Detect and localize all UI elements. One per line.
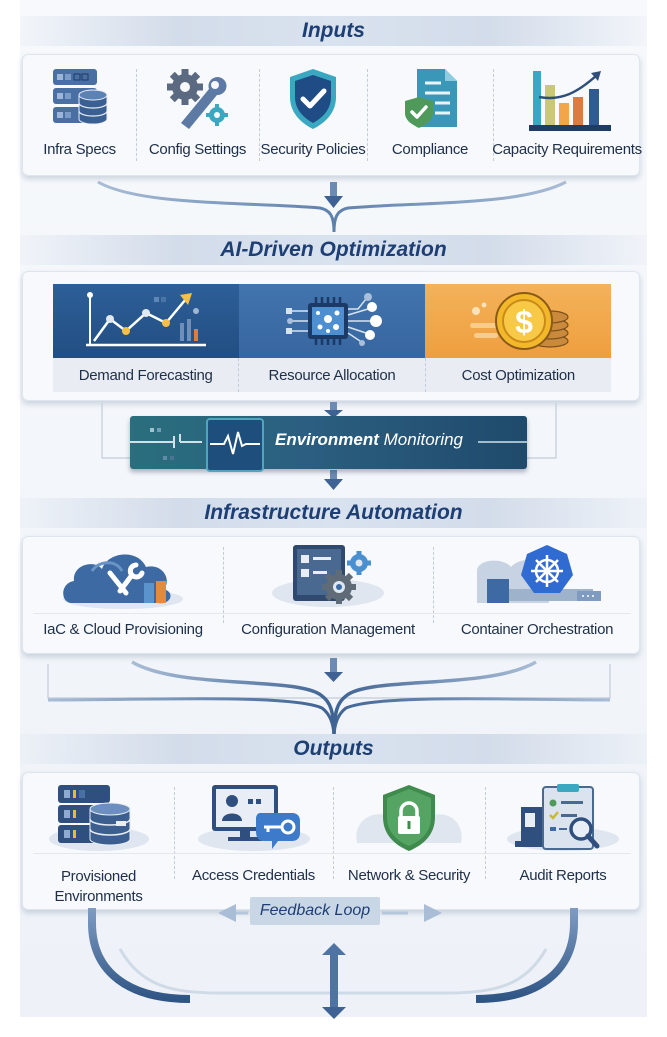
ai-label: Resource Allocation bbox=[238, 358, 426, 392]
shield-check-icon bbox=[290, 69, 336, 129]
monitoring-title-rest: Monitoring bbox=[378, 430, 464, 449]
input-label: Capacity Requirements bbox=[492, 141, 642, 158]
arrow-shaft bbox=[330, 182, 337, 198]
monitoring-connectors bbox=[101, 402, 557, 490]
output-label-line2: Environments bbox=[54, 888, 143, 905]
ai-label: Cost Optimization bbox=[461, 366, 576, 384]
svg-text:$: $ bbox=[515, 304, 533, 340]
input-compliance: Compliance bbox=[367, 67, 493, 158]
dollar-coin-icon: $ bbox=[470, 292, 569, 350]
config-panel-gear-icon bbox=[272, 545, 384, 607]
input-label: Security Policies bbox=[260, 141, 366, 158]
ai-banner: AI-Driven Optimization bbox=[20, 235, 647, 265]
kubernetes-wheel-icon bbox=[477, 545, 601, 603]
shield-lock-icon bbox=[356, 785, 462, 851]
automation-banner: Infrastructure Automation bbox=[20, 498, 647, 528]
gear-wrench-icon bbox=[166, 69, 228, 129]
automation-title: Infrastructure Automation bbox=[204, 501, 463, 524]
automation-label: Configuration Management bbox=[241, 621, 415, 638]
output-label: Provisioned Environments bbox=[54, 867, 142, 907]
input-infra-specs: Infra Specs bbox=[23, 67, 136, 158]
feedback-loop-label-box: Feedback Loop bbox=[250, 897, 380, 925]
output-label-line1: Provisioned bbox=[60, 868, 137, 885]
arrow-down-icon bbox=[324, 672, 343, 682]
divider bbox=[259, 69, 260, 161]
ai-tile-cost-optimization: $ bbox=[425, 284, 611, 358]
divider bbox=[493, 69, 494, 161]
ai-strip: $ bbox=[53, 284, 611, 358]
arrow-down-icon bbox=[324, 196, 343, 208]
outputs-panel: Provisioned Environments Access Credenti… bbox=[22, 772, 640, 910]
cpu-chip-icon bbox=[286, 293, 382, 346]
user-key-icon bbox=[197, 785, 310, 851]
arrow-right-icon bbox=[424, 904, 442, 922]
divider bbox=[433, 547, 434, 623]
input-security-policies: Security Policies bbox=[259, 67, 367, 158]
document-check-icon bbox=[405, 69, 457, 128]
monitoring-title-bold: Environment bbox=[275, 430, 379, 449]
ai-panel: $ Demand Forecasting Resource Allocation… bbox=[22, 271, 640, 401]
divider bbox=[485, 787, 486, 879]
input-label: Compliance bbox=[391, 141, 469, 158]
automation-container-orchestration: Container Orchestration bbox=[433, 543, 641, 638]
line-chart-icon bbox=[86, 292, 206, 347]
inputs-banner: Inputs bbox=[20, 16, 647, 46]
merge-brace-connector bbox=[97, 180, 567, 233]
inputs-title: Inputs bbox=[302, 19, 365, 42]
input-capacity-requirements: Capacity Requirements bbox=[492, 67, 642, 158]
server-database-icon bbox=[52, 69, 108, 125]
cloud-tools-icon bbox=[63, 554, 183, 609]
input-label: Infra Specs bbox=[43, 141, 116, 158]
arrow-down-icon bbox=[324, 410, 343, 418]
output-access-credentials: Access Credentials bbox=[174, 783, 333, 884]
divider bbox=[174, 787, 175, 879]
automation-config-management: Configuration Management bbox=[223, 543, 433, 638]
divider bbox=[367, 69, 368, 161]
arrow-down-icon bbox=[322, 1007, 346, 1019]
server-stack-icon bbox=[48, 785, 149, 851]
inputs-panel: Infra Specs Config Settings bbox=[22, 54, 642, 176]
divider bbox=[333, 787, 334, 879]
divider bbox=[223, 547, 224, 623]
feedback-loop-label: Feedback Loop bbox=[259, 902, 371, 919]
automation-iac-cloud: IaC & Cloud Provisioning bbox=[23, 543, 223, 638]
outputs-title: Outputs bbox=[293, 737, 374, 760]
output-label: Access Credentials bbox=[192, 867, 315, 884]
feedback-loop-connector bbox=[88, 904, 578, 1019]
output-network-security: Network & Security bbox=[333, 783, 485, 884]
output-label: Network & Security bbox=[347, 867, 471, 884]
automation-label: Container Orchestration bbox=[460, 621, 614, 638]
arrow-left-icon bbox=[218, 904, 236, 922]
outputs-banner: Outputs bbox=[20, 734, 647, 764]
ai-title: AI-Driven Optimization bbox=[220, 238, 447, 261]
monitoring-decoration bbox=[130, 428, 527, 460]
automation-panel: IaC & Cloud Provisioning Configuration M… bbox=[22, 536, 640, 654]
ai-label: Demand Forecasting bbox=[78, 366, 213, 384]
divider bbox=[136, 69, 137, 161]
ai-tile-resource-allocation bbox=[239, 284, 425, 358]
input-config-settings: Config Settings bbox=[136, 67, 259, 158]
arrow-up-icon bbox=[322, 943, 346, 955]
environment-monitoring-bar: Environment Monitoring bbox=[130, 416, 527, 472]
shelf-line bbox=[33, 613, 631, 614]
output-provisioned-environments: Provisioned Environments bbox=[23, 783, 174, 907]
monitoring-title: Environment Monitoring bbox=[275, 430, 463, 450]
ai-labels-row: Demand Forecasting Resource Allocation C… bbox=[53, 358, 611, 392]
ai-tile-demand-forecasting bbox=[53, 284, 239, 358]
input-label: Config Settings bbox=[148, 141, 247, 158]
heartbeat-monitor-icon bbox=[206, 418, 264, 472]
shelf-line bbox=[33, 853, 631, 854]
output-label: Audit Reports bbox=[519, 867, 607, 884]
arrow-down-icon bbox=[324, 479, 343, 490]
merge-brace-connector bbox=[47, 658, 611, 739]
clipboard-search-icon bbox=[507, 784, 619, 851]
bar-chart-growth-icon bbox=[529, 71, 611, 131]
automation-label: IaC & Cloud Provisioning bbox=[43, 621, 203, 638]
output-audit-reports: Audit Reports bbox=[485, 783, 641, 884]
